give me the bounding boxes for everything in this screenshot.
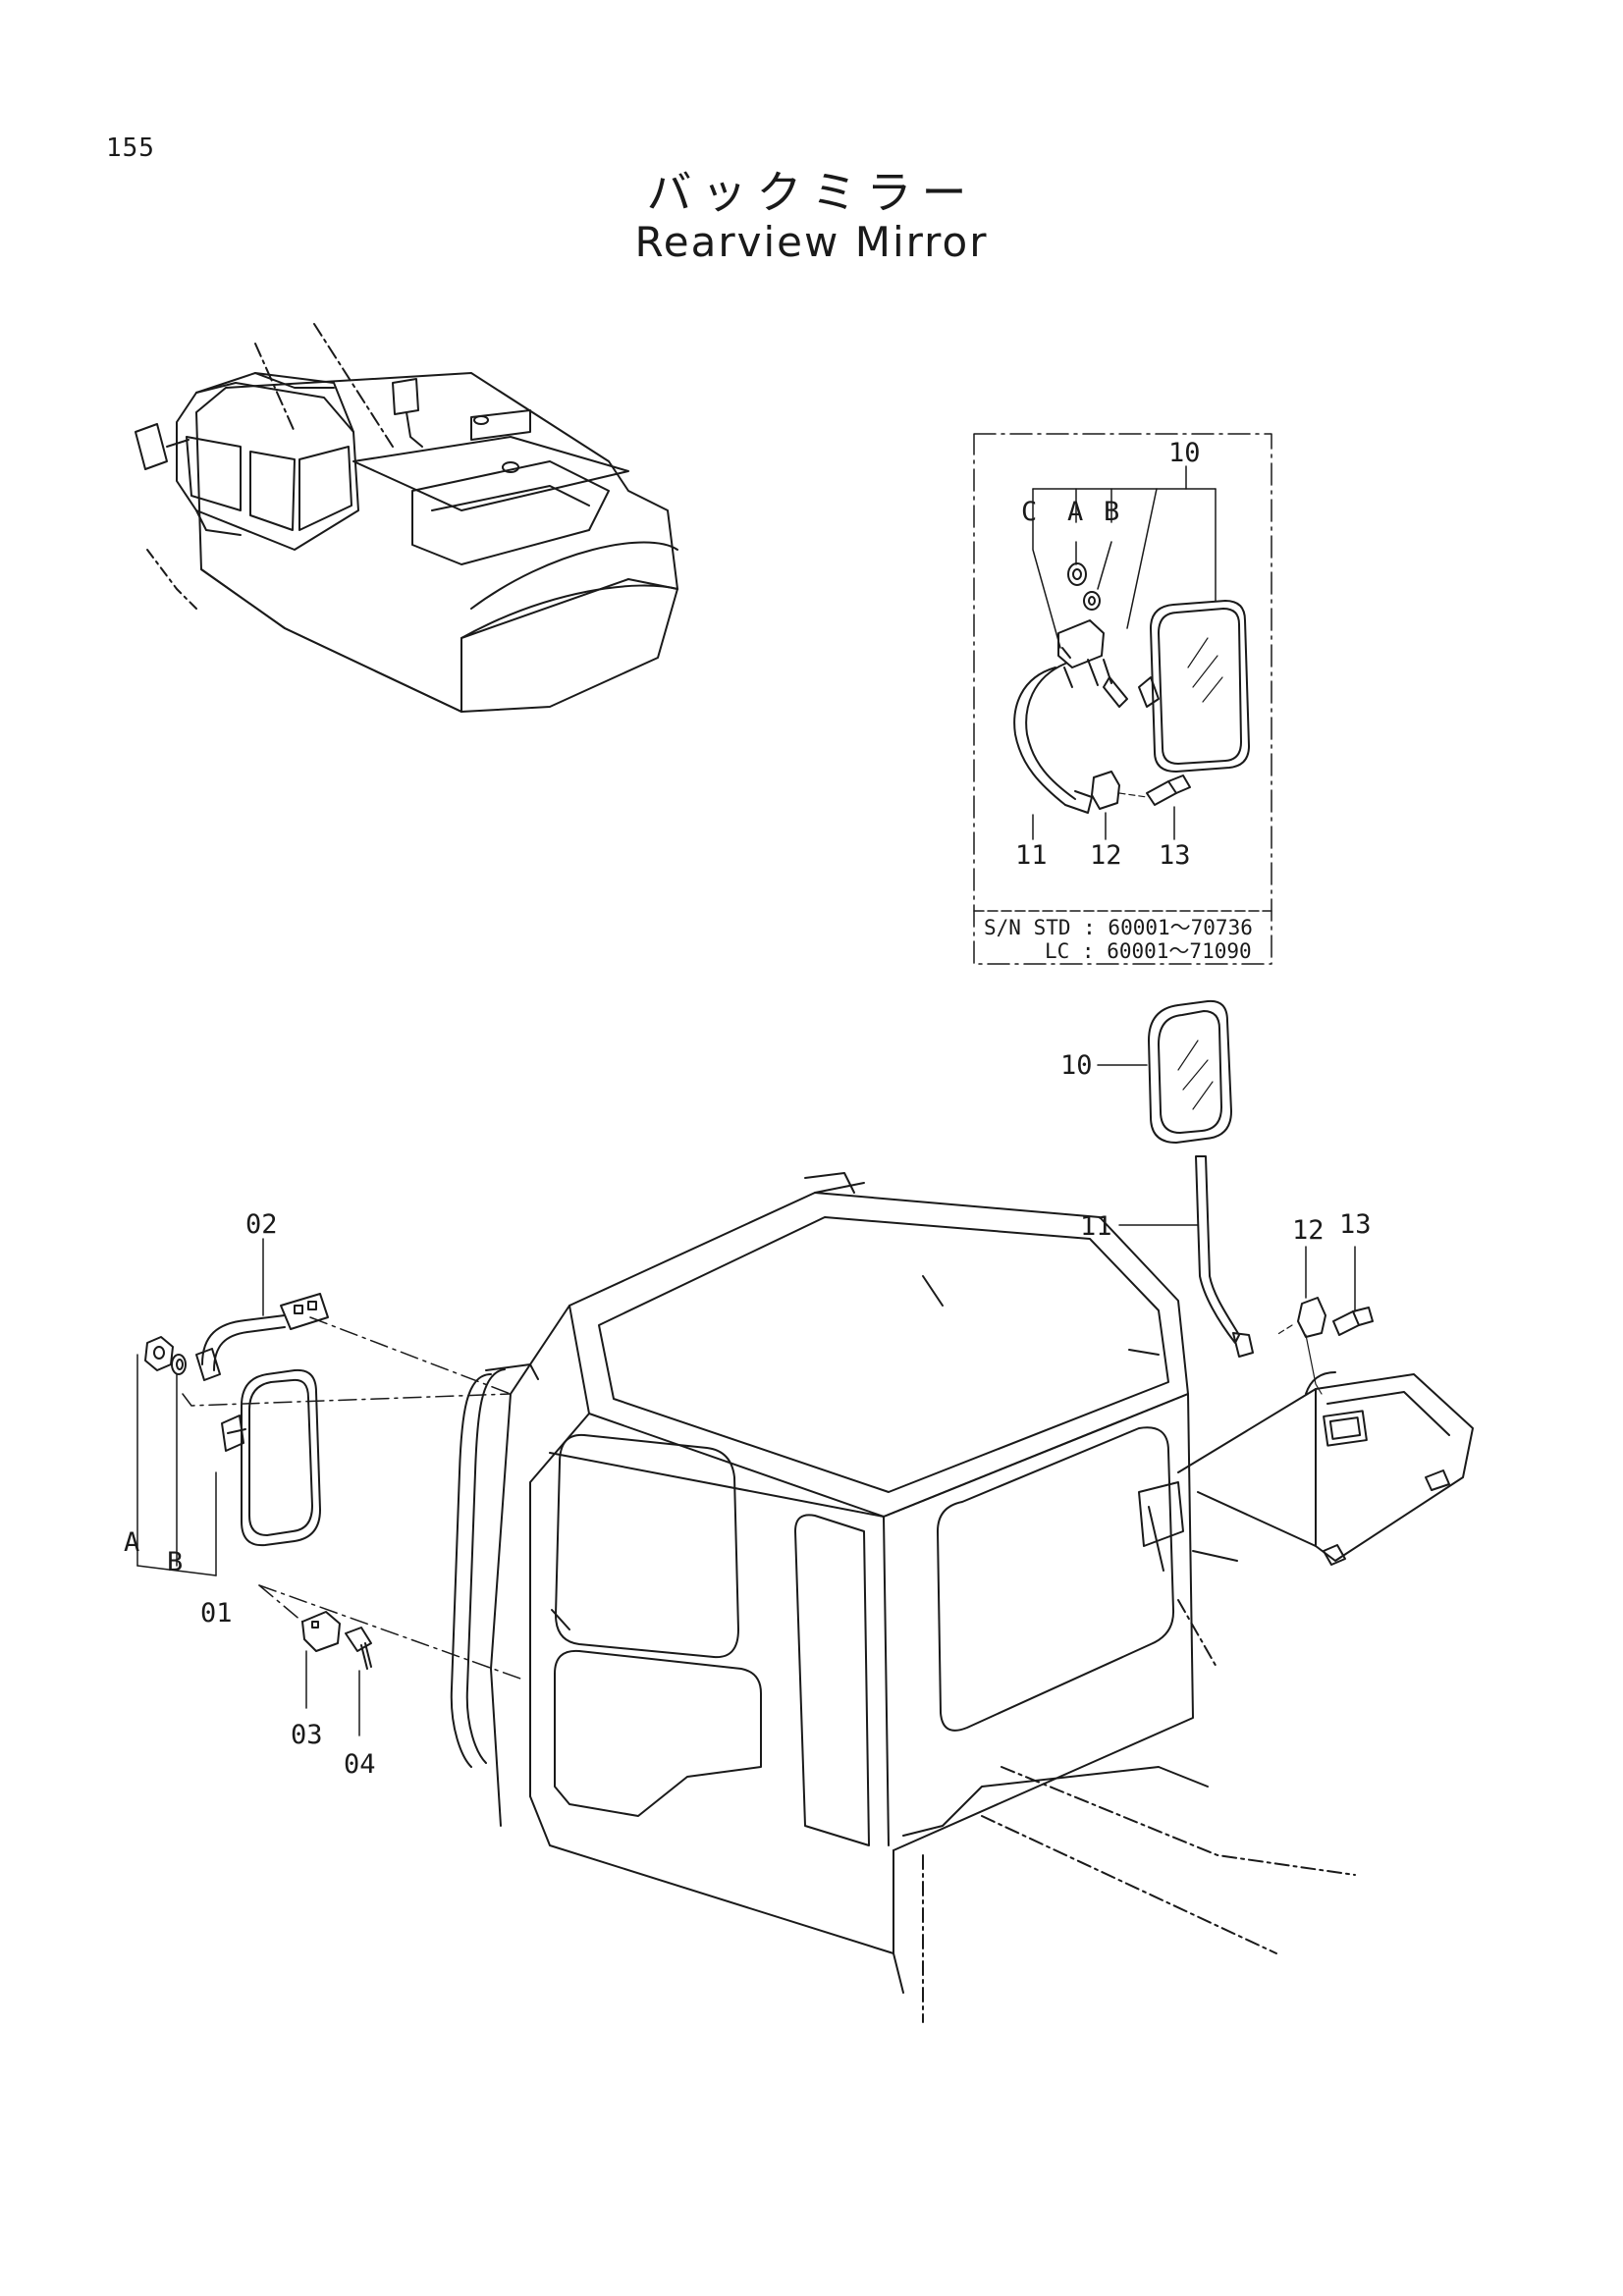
mirror-icon [1148,999,1232,1144]
bolt-icon [1146,774,1191,806]
serial-number-lc: LC : 60001～71090 [1045,939,1252,963]
label-03: 03 [291,1720,323,1750]
washer-icon [171,1354,187,1375]
page-number: 155 [106,133,155,163]
bracket-icon [1091,771,1120,810]
side-plate [1177,1371,1474,1566]
nut-icon [1067,562,1087,586]
label-12: 12 [1292,1215,1325,1246]
label-a: A [124,1527,139,1558]
inset-label-c: C [1021,497,1037,527]
inset-label-13: 13 [1159,840,1191,871]
inset-label-12: 12 [1090,840,1122,871]
excavator-overview-icon [135,323,678,713]
label-13: 13 [1339,1209,1372,1240]
page-title-japanese: バックミラー [646,166,977,219]
label-b: B [167,1547,183,1577]
mirror-icon [221,1368,321,1547]
inset-label-11: 11 [1015,840,1048,871]
cab-icon [450,1172,1356,2023]
bracket-icon [1297,1297,1326,1338]
bolt-icon [1332,1307,1374,1336]
serial-number-std: S/N STD : 60001～70736 [984,916,1253,939]
mirror-icon [1138,600,1250,773]
bracket-icon [301,1611,341,1652]
label-11: 11 [1080,1211,1112,1242]
nut-icon [144,1336,174,1371]
label-01: 01 [200,1598,233,1629]
inset-label-b: B [1104,497,1119,527]
inset-label-10: 10 [1168,438,1201,468]
inset-detail [973,433,1272,965]
inset-label-a: A [1067,497,1083,527]
washer-icon [1083,591,1101,611]
page-title-english: Rearview Mirror [634,218,989,266]
bolt-icon [345,1627,372,1670]
label-10: 10 [1060,1050,1093,1081]
label-04: 04 [344,1749,376,1780]
label-02: 02 [245,1209,278,1240]
